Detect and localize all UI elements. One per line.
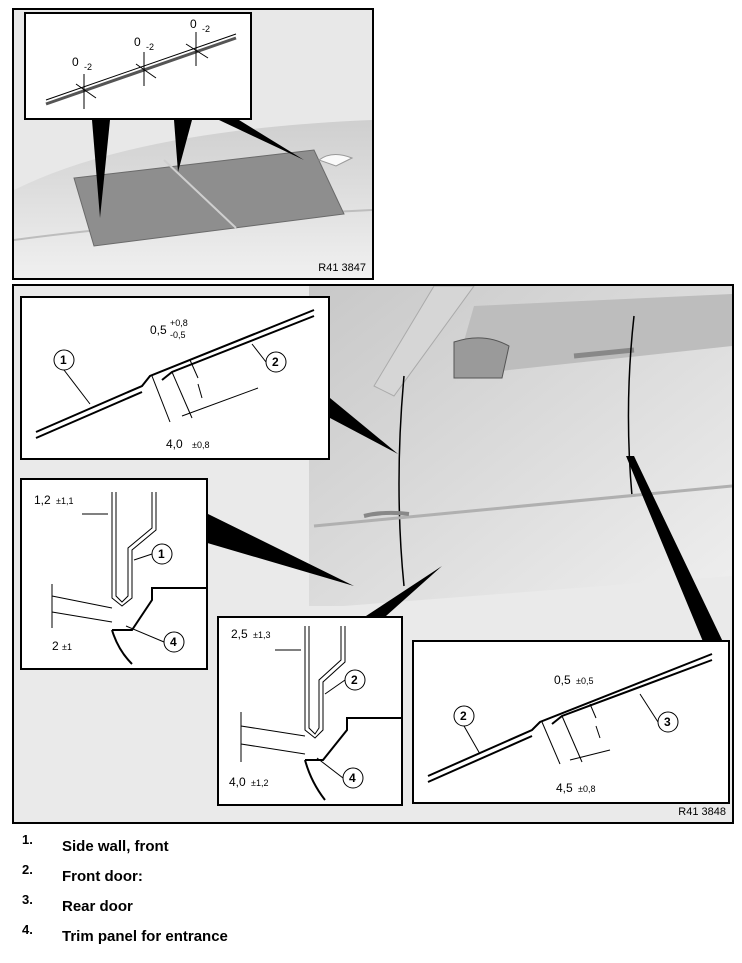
pointer-wedge [92, 120, 110, 218]
pointer-wedge [330, 398, 398, 454]
detail-d-gap-value: 0,5 [554, 673, 571, 687]
roof-dim-1-value: 0 [72, 55, 79, 69]
detail-d-inset: 2 3 0,5 ±0,5 4,5 ±0,8 [412, 640, 730, 804]
legend-item: 2. Front door: [22, 862, 522, 892]
callout-1: 1 [158, 547, 165, 561]
window [454, 294, 732, 376]
detail-c-gap-value: 2,5 [231, 627, 248, 641]
pointer-wedge [366, 566, 442, 616]
roof-dim-2-value: 0 [134, 35, 141, 49]
detail-b-gap-tol: ±1,1 [56, 496, 73, 506]
pointer-wedge [626, 456, 724, 644]
a-pillar [373, 286, 475, 397]
detail-b-height-tol: ±1 [62, 642, 72, 652]
detail-a-gap-value: 0,5 [150, 323, 167, 337]
callout-2: 2 [272, 355, 279, 369]
door-figure: 1 2 0,5 +0,8 -0,5 4,0 ±0,8 [12, 284, 734, 824]
sunroof-glass [73, 149, 345, 247]
roof-dim-1-tol: -2 [84, 62, 92, 72]
callout-1: 1 [60, 353, 67, 367]
callout-4: 4 [349, 771, 356, 785]
legend: 1. Side wall, front 2. Front door: 3. Re… [22, 832, 522, 952]
legend-text: Rear door [62, 898, 133, 915]
figure-ref-code: R41 3847 [318, 262, 366, 274]
roof-inset: 0 -2 0 -2 0 -2 [24, 12, 252, 120]
roof-figure: 0 -2 0 -2 0 -2 R41 3847 [12, 8, 374, 280]
pointer-wedge [204, 512, 354, 586]
door-gap-rear [627, 315, 635, 497]
callout-2: 2 [351, 673, 358, 687]
detail-a-gap-tol-upper: +0,8 [170, 318, 188, 328]
pointer-wedge [219, 120, 304, 160]
pointer-wedge [174, 120, 192, 172]
detail-c-height-value: 4,0 [229, 775, 246, 789]
antenna-fin [317, 154, 354, 167]
detail-c-gap-tol: ±1,3 [253, 630, 270, 640]
detail-c-height-tol: ±1,2 [251, 778, 268, 788]
legend-item: 1. Side wall, front [22, 832, 522, 862]
detail-b-inset: 1 4 1,2 ±1,1 2 ±1 [20, 478, 208, 670]
detail-a-flush-tol: ±0,8 [192, 440, 209, 450]
legend-item: 4. Trim panel for entrance [22, 922, 522, 952]
detail-a-inset: 1 2 0,5 +0,8 -0,5 4,0 ±0,8 [20, 296, 330, 460]
legend-number: 4. [22, 922, 33, 937]
door-handle [573, 347, 635, 359]
detail-d-flush-value: 4,5 [556, 781, 573, 795]
legend-number: 1. [22, 832, 33, 847]
detail-a-gap-tol-lower: -0,5 [170, 330, 186, 340]
door-gap-front [398, 375, 405, 587]
detail-b-gap-value: 1,2 [34, 493, 51, 507]
legend-text: Trim panel for entrance [62, 928, 228, 945]
detail-a-flush-value: 4,0 [166, 437, 183, 451]
roof-dim-2-tol: -2 [146, 42, 154, 52]
figure-ref-code: R41 3848 [678, 806, 726, 818]
legend-number: 2. [22, 862, 33, 877]
legend-item: 3. Rear door [22, 892, 522, 922]
detail-d-flush-tol: ±0,8 [578, 784, 595, 794]
legend-number: 3. [22, 892, 33, 907]
callout-2: 2 [460, 709, 467, 723]
detail-d-gap-tol: ±0,5 [576, 676, 593, 686]
detail-b-height-value: 2 [52, 639, 59, 653]
callout-3: 3 [664, 715, 671, 729]
detail-c-inset: 2 4 2,5 ±1,3 4,0 ±1,2 [217, 616, 403, 806]
side-marker [363, 510, 410, 518]
legend-text: Side wall, front [62, 838, 169, 855]
sunroof-seam [163, 159, 237, 229]
legend-text: Front door: [62, 868, 143, 885]
roof-dim-3-tol: -2 [202, 24, 210, 34]
roof-dim-3-value: 0 [190, 17, 197, 31]
callout-4: 4 [170, 635, 177, 649]
side-mirror [453, 337, 510, 379]
